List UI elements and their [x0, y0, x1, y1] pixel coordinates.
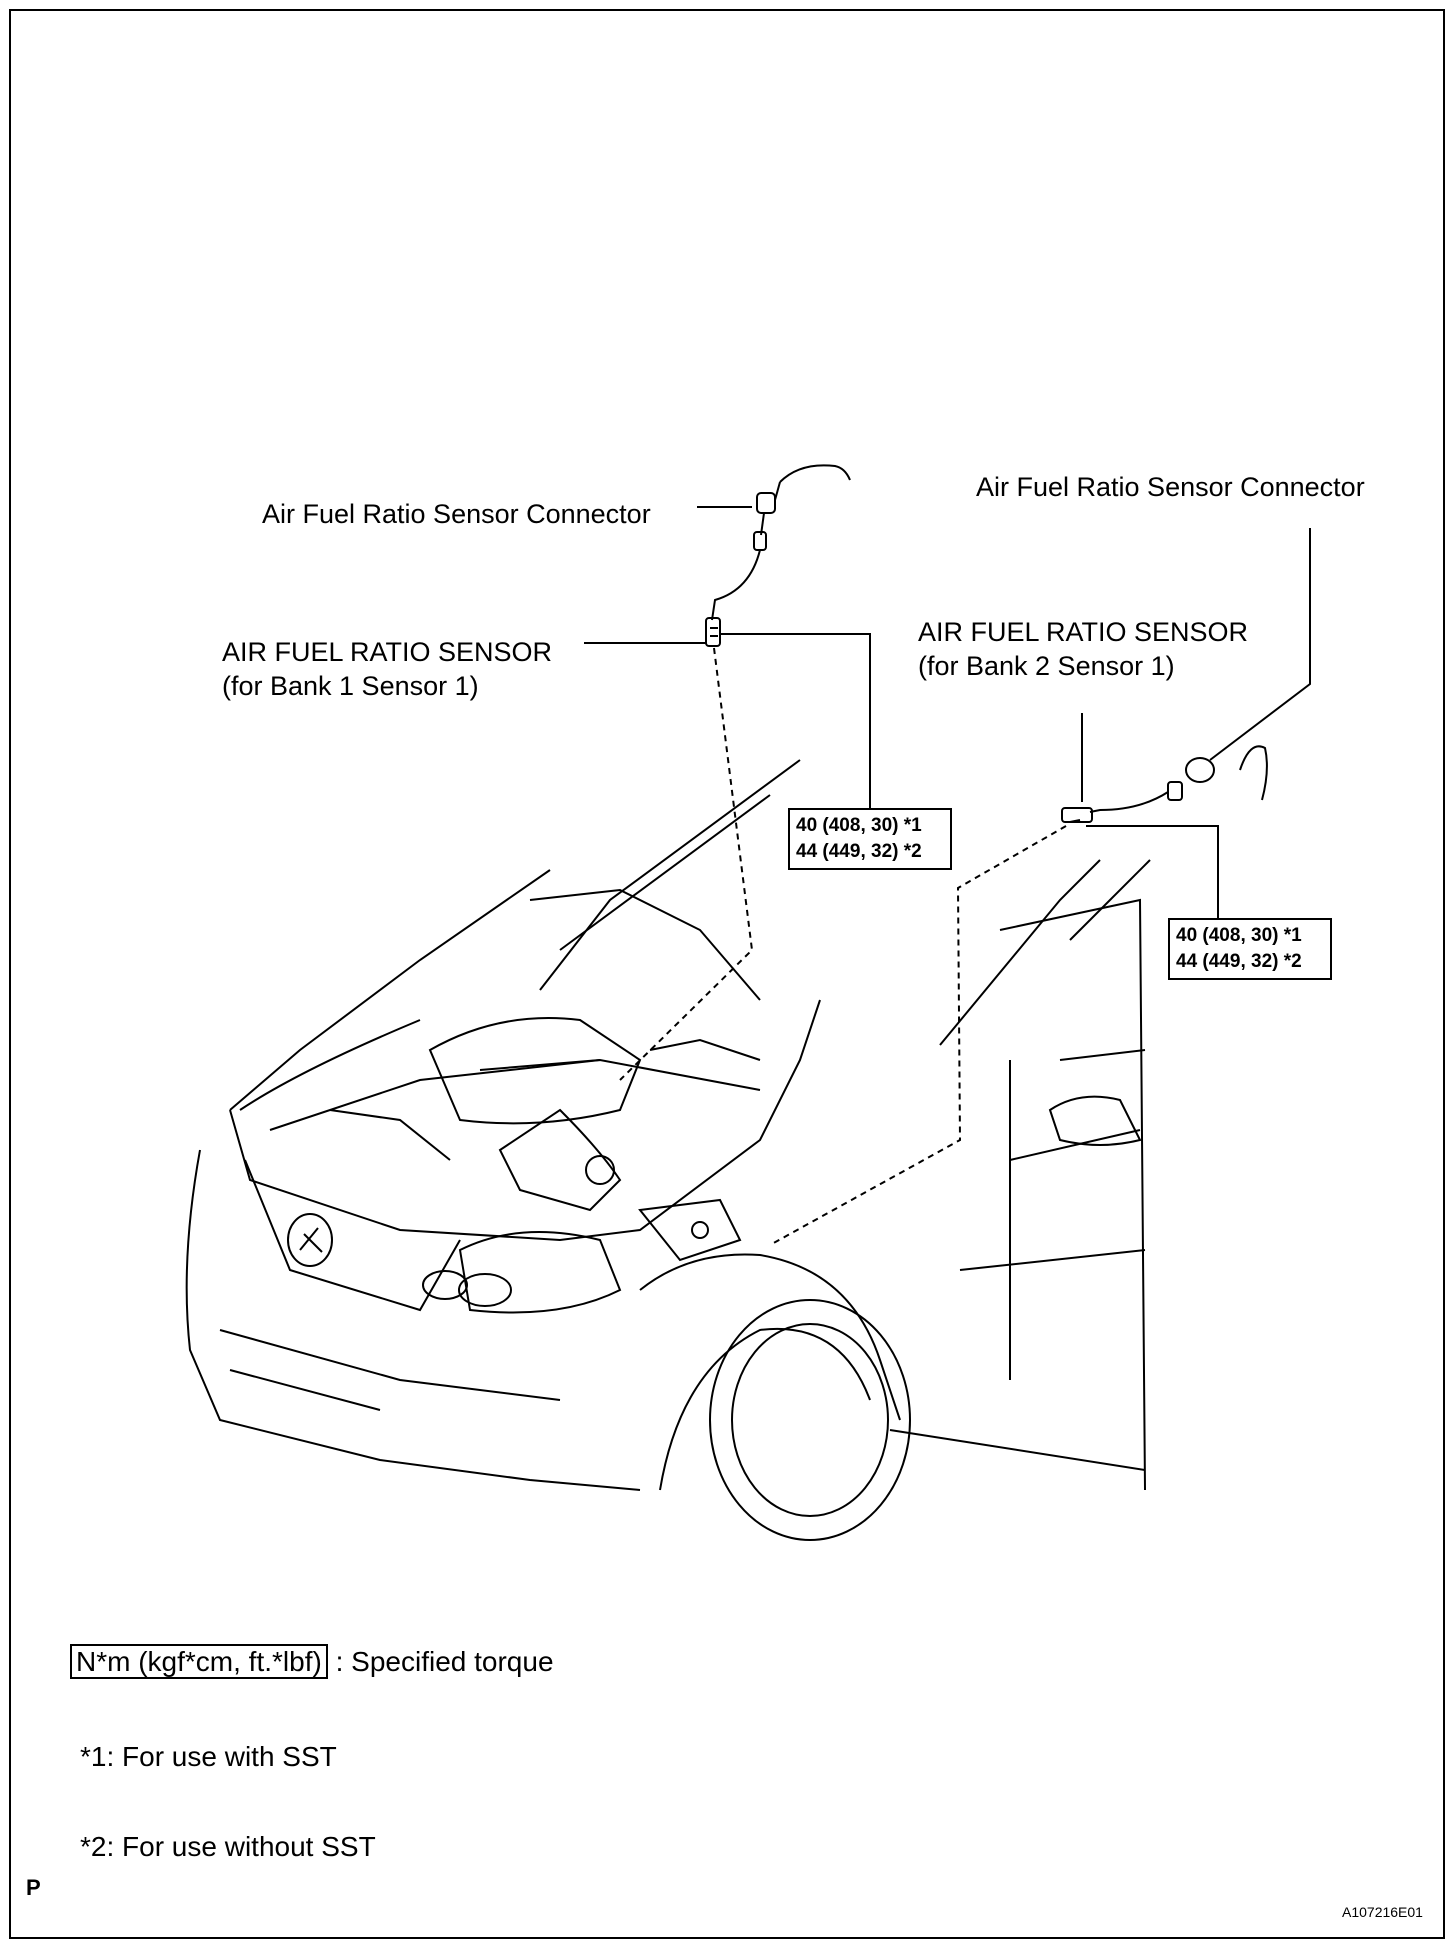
- sensor-label-bank2-title: AIR FUEL RATIO SENSOR: [918, 617, 1249, 647]
- torque-unit-box: N*m (kgf*cm, ft.*lbf): [70, 1644, 328, 1679]
- note-sst: *1: For use with SST: [80, 1741, 337, 1772]
- bank2-sensor: [1061, 745, 1268, 823]
- sensor-label-bank1-subtitle: (for Bank 1 Sensor 1): [222, 671, 479, 701]
- torque-box-bank1: 40 (408, 30) *1 44 (449, 32) *2: [788, 808, 952, 870]
- connector-label-bank1: Air Fuel Ratio Sensor Connector: [262, 499, 651, 529]
- torque-legend: N*m (kgf*cm, ft.*lbf) : Specified torque: [70, 1644, 554, 1679]
- connector-label-bank2: Air Fuel Ratio Sensor Connector: [976, 472, 1365, 502]
- torque-bank2-line1: 40 (408, 30) *1: [1176, 925, 1302, 946]
- bank1-sensor: [705, 464, 851, 647]
- note-without-sst: *2: For use without SST: [80, 1831, 376, 1862]
- sensor-label-bank1-title: AIR FUEL RATIO SENSOR: [222, 637, 553, 667]
- torque-bank1-line1: 40 (408, 30) *1: [796, 815, 922, 836]
- corner-letter: P: [26, 1875, 41, 1900]
- car-outline: [185, 759, 1151, 1541]
- torque-unit-description: : Specified torque: [335, 1646, 554, 1677]
- page-frame: [9, 9, 1445, 1939]
- torque-box-bank2: 40 (408, 30) *1 44 (449, 32) *2: [1168, 918, 1332, 980]
- sensor-label-bank2-subtitle: (for Bank 2 Sensor 1): [918, 651, 1175, 681]
- figure-id: A107216E01: [1342, 1904, 1423, 1920]
- leader-lines: [584, 506, 1311, 922]
- torque-bank1-line2: 44 (449, 32) *2: [796, 841, 922, 862]
- torque-bank2-line2: 44 (449, 32) *2: [1176, 951, 1302, 972]
- dashed-lines: [619, 647, 1067, 1246]
